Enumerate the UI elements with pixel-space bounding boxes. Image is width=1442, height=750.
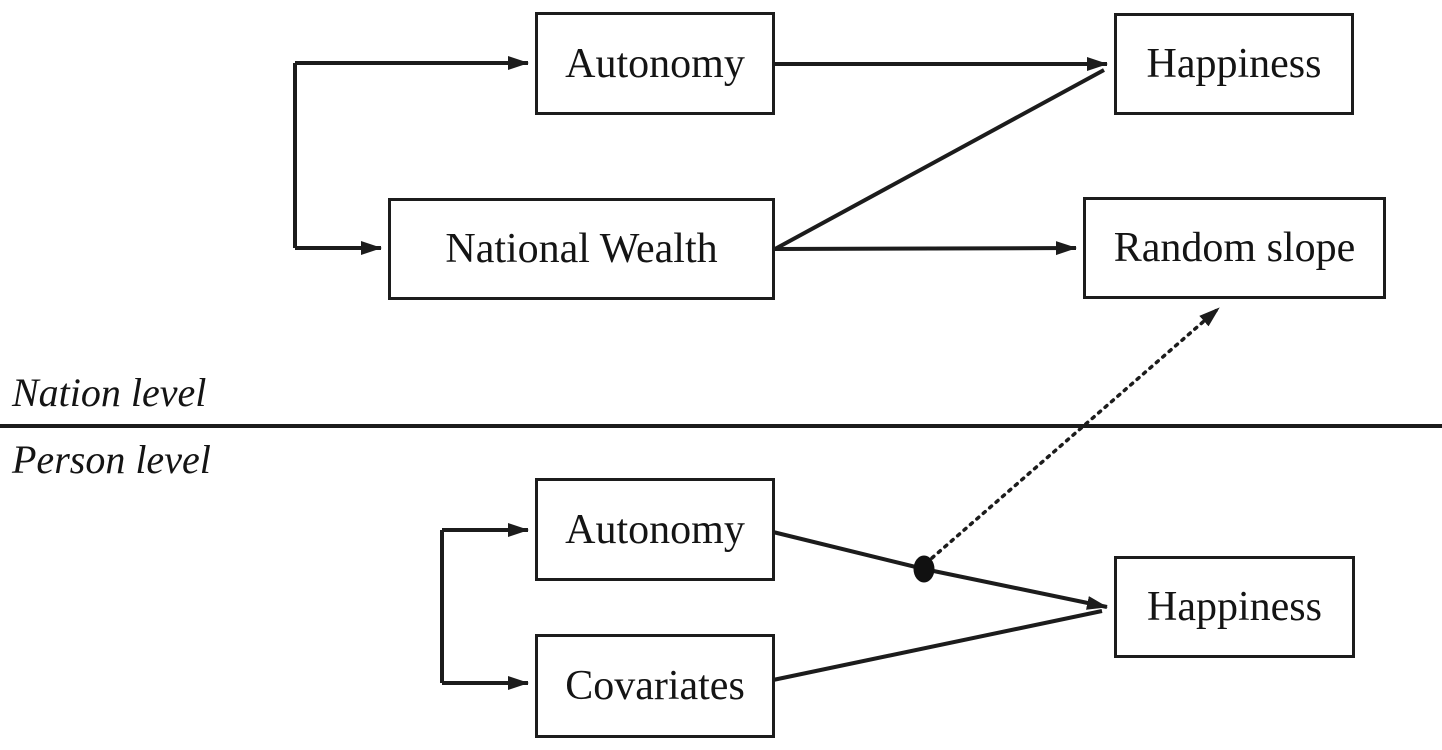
node-label: Covariates [565,663,745,709]
edge-national-wealth-to-happiness [774,68,1105,251]
node-random-slope: Random slope [1083,197,1386,299]
node-label: Happiness [1146,41,1322,87]
person-level-label: Person level [12,437,211,482]
node-person-happiness: Happiness [1114,556,1355,658]
node-label: Happiness [1147,584,1322,630]
moderation-dot [913,555,935,583]
edge-moderation-dot-to-random-slope [930,306,1221,560]
node-label: National Wealth [445,226,718,272]
node-nation-happiness: Happiness [1114,13,1354,115]
node-label: Random slope [1113,225,1356,271]
edge-person-autonomy-to-happiness [772,530,1108,610]
node-nation-autonomy: Autonomy [535,12,775,115]
node-national-wealth: National Wealth [388,198,775,300]
node-label: Autonomy [565,40,745,87]
node-person-covariates: Covariates [535,634,775,738]
edge-national-wealth-to-random-slope [774,241,1077,256]
node-label: Autonomy [565,506,745,553]
edge-person-covariates-to-happiness [772,609,1103,682]
nation-level-label: Nation level [12,370,207,415]
node-person-autonomy: Autonomy [535,478,775,581]
